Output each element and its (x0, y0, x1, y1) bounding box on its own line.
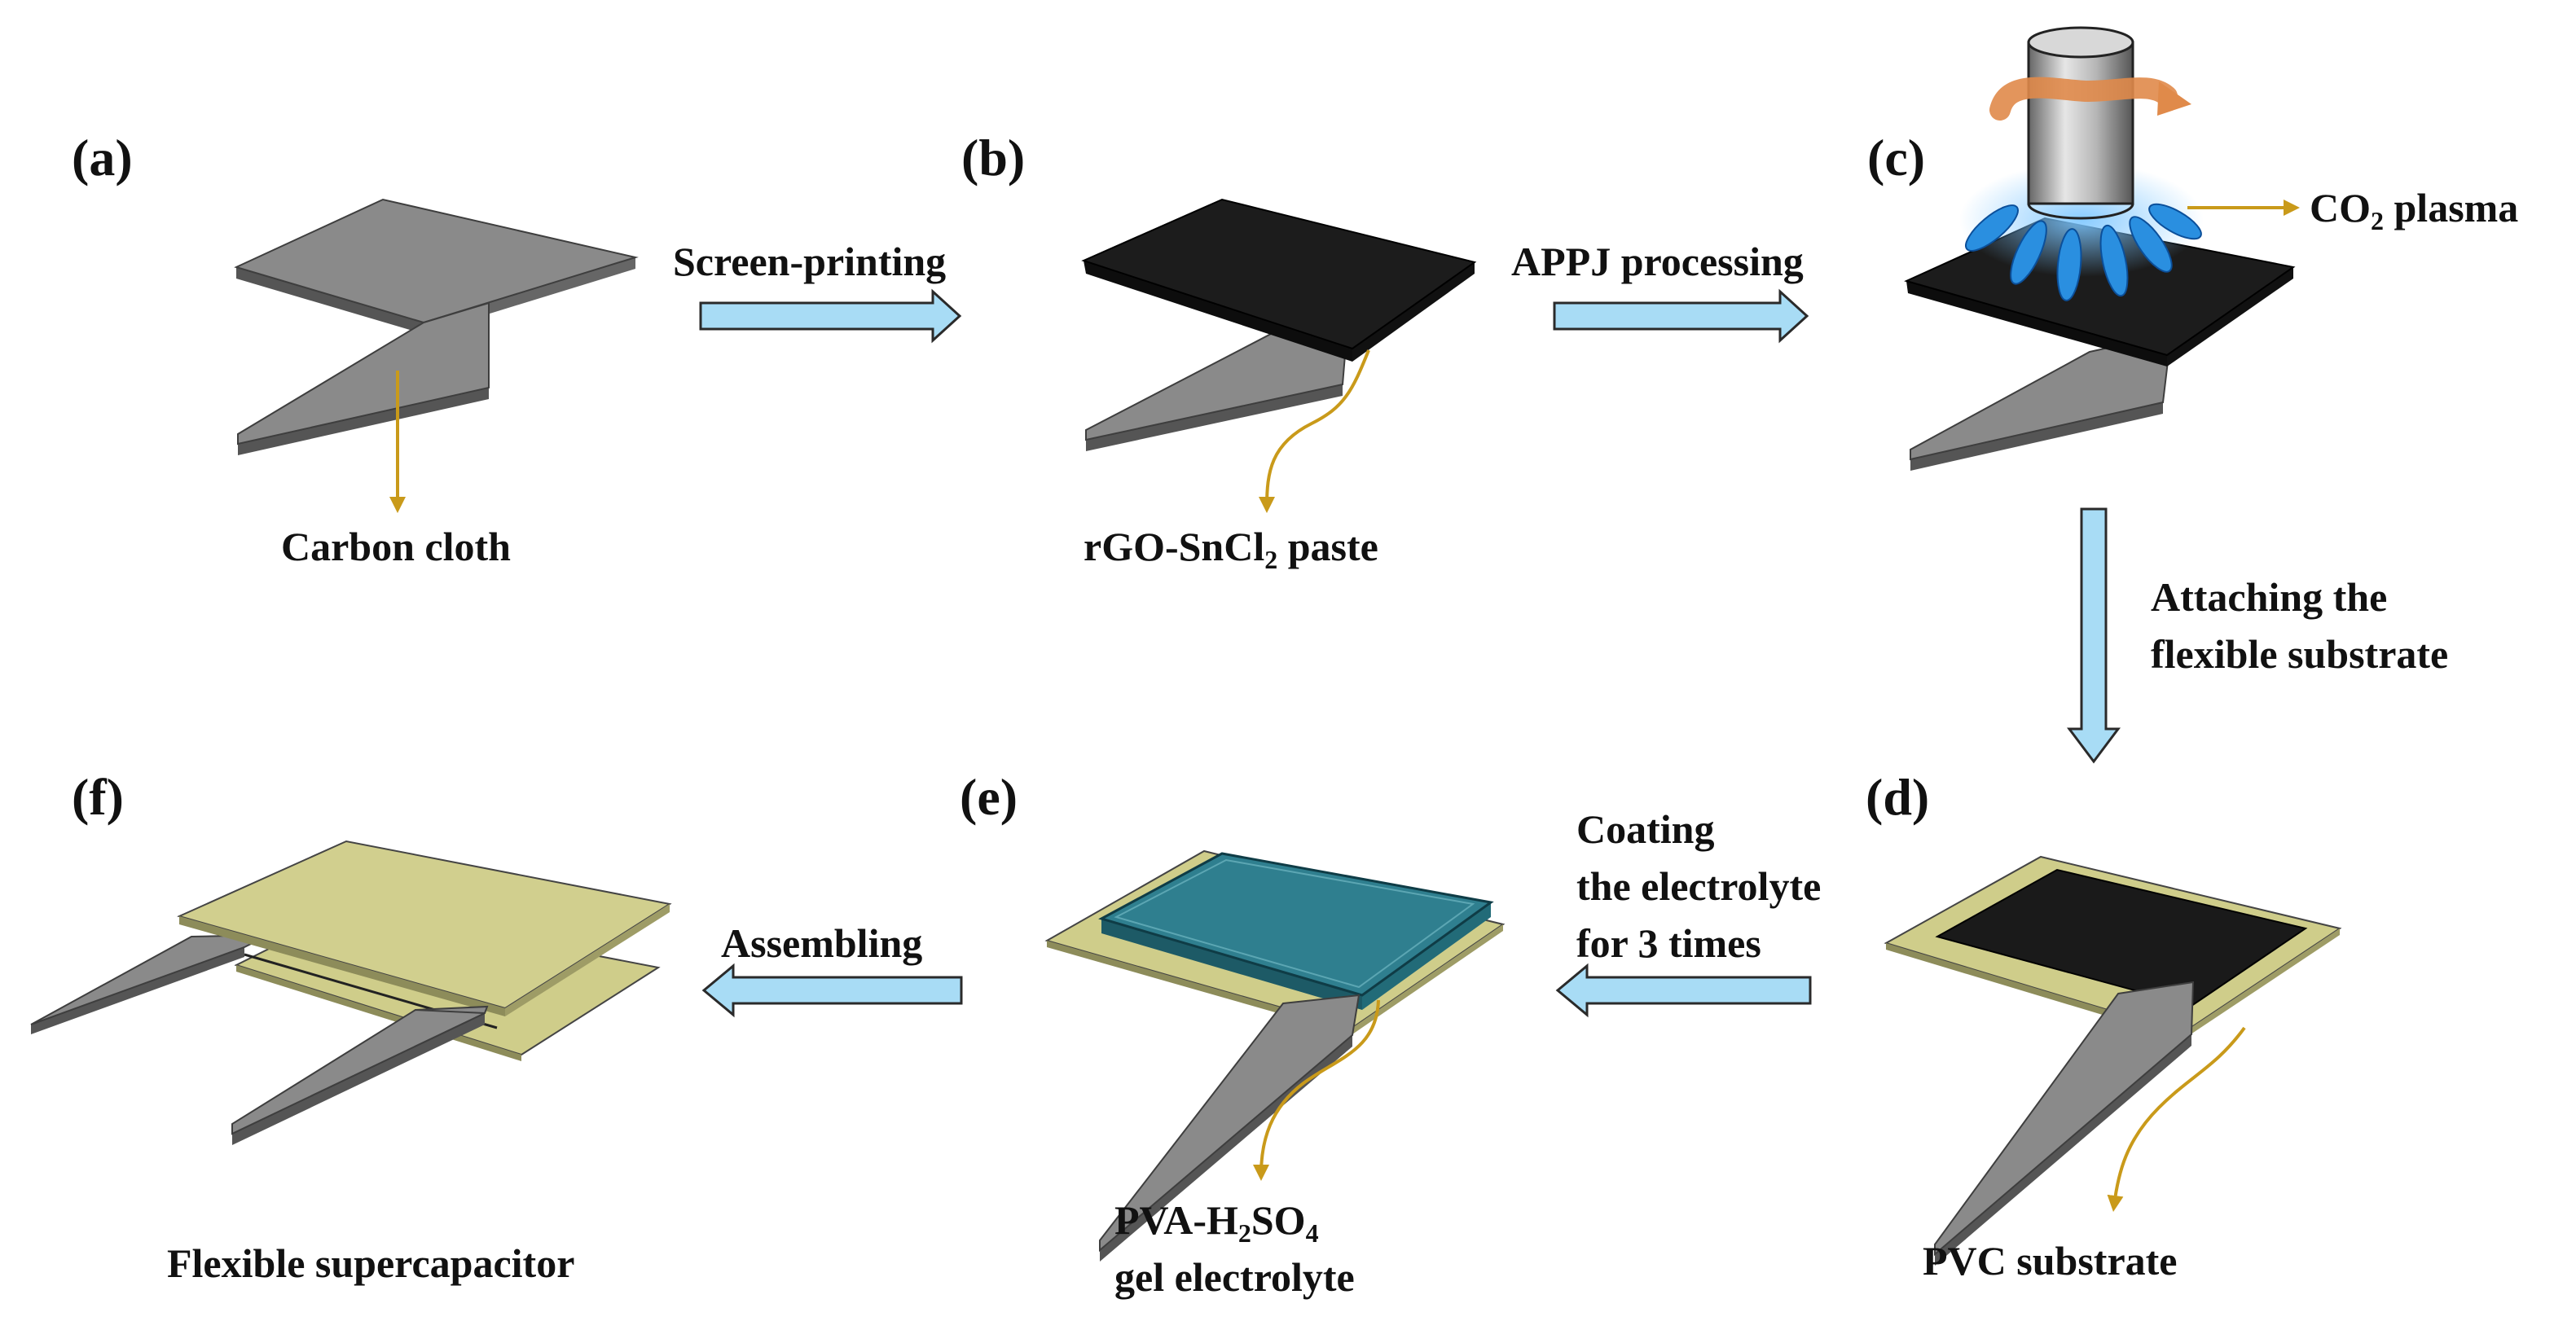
step-attach-substrate: Attaching the flexible substrate (2067, 507, 2448, 764)
panel-a: (a) Carbon cloth (72, 129, 639, 569)
step-attach-label-2: flexible substrate (2151, 631, 2448, 677)
electrolyte-coated-electrode (1044, 849, 1506, 1262)
panel-f: (f) Flexible supercapacitor (30, 768, 672, 1286)
step-attach-label-1: Attaching the (2151, 574, 2387, 620)
supercapacitor-caption: Flexible supercapacitor (167, 1240, 574, 1286)
panel-b: (b) rGO-SnCl2 paste (961, 129, 1477, 574)
assembled-supercapacitor (30, 840, 672, 1145)
step-coating-label-1: Coating (1576, 806, 1714, 852)
electrolyte-caption-line2: gel electrolyte (1114, 1254, 1355, 1300)
co2-plasma-flames (1965, 203, 2202, 301)
step-screen-printing: Screen-printing (673, 239, 962, 344)
pvc-pointer (2107, 1026, 2246, 1212)
step-coating: Coating the electrolyte for 3 times (1555, 806, 1821, 1018)
panel-c: (c) (1867, 26, 2518, 471)
step-appj-processing: APPJ processing (1511, 239, 1809, 344)
panel-d-letter: (d) (1866, 768, 1929, 826)
step-appj-label: APPJ processing (1511, 239, 1804, 284)
step-assembling: Assembling (701, 920, 963, 1018)
process-arrow-left (701, 963, 963, 1018)
plasma-jet-nozzle (1959, 26, 2204, 301)
plasma-caption: CO2 plasma (2310, 185, 2518, 235)
carbon-cloth-electrode (234, 198, 639, 455)
step-coating-label-2: the electrolyte (1576, 863, 1821, 909)
process-arrow-right (699, 288, 962, 344)
paste-pointer (1259, 349, 1370, 513)
rotation-arrow-icon (1989, 77, 2178, 121)
step-assembling-label: Assembling (721, 920, 922, 966)
panel-f-letter: (f) (72, 768, 124, 826)
process-arrow-down (2067, 507, 2121, 764)
process-arrow-left (1555, 963, 1812, 1018)
paste-caption: rGO-SnCl2 paste (1084, 524, 1378, 574)
panel-e: (e) PVA-H2SO4 gel electrolyte (960, 768, 1506, 1300)
step-screen-printing-label: Screen-printing (673, 239, 946, 284)
panel-c-letter: (c) (1867, 129, 1925, 187)
carbon-cloth-caption: Carbon cloth (281, 524, 511, 569)
step-coating-label-3: for 3 times (1576, 920, 1761, 966)
panel-a-letter: (a) (72, 129, 133, 187)
panel-d: (d) PVC substrate (1866, 768, 2342, 1284)
panel-b-letter: (b) (961, 129, 1025, 187)
process-arrow-right (1553, 288, 1809, 344)
panel-e-letter: (e) (960, 768, 1018, 826)
electrolyte-caption-line1: PVA-H2SO4 (1114, 1197, 1319, 1248)
electrode-on-pvc (1884, 855, 2342, 1266)
pvc-caption: PVC substrate (1923, 1238, 2177, 1284)
electrolyte-pointer (1253, 999, 1380, 1181)
screen-printed-electrode (1081, 198, 1477, 451)
